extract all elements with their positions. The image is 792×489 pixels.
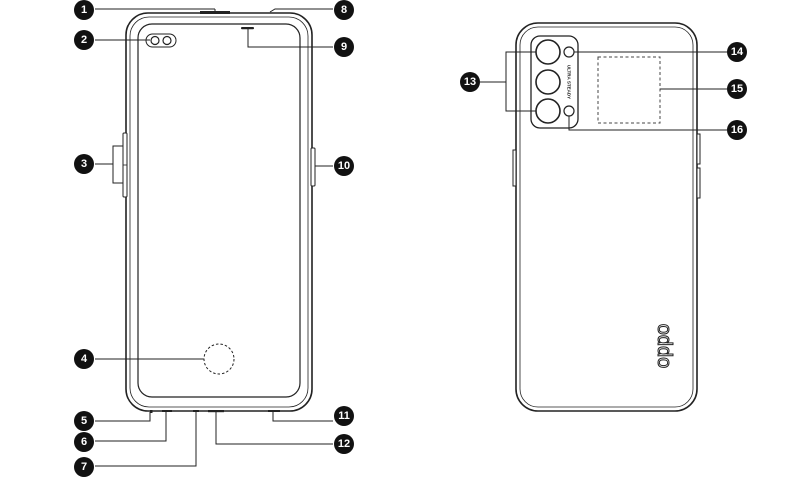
back-right-button-top <box>696 133 701 165</box>
callout-badge-9: 9 <box>334 37 354 57</box>
callout-line-12 <box>215 412 333 445</box>
back-left-button <box>512 149 517 187</box>
top-speaker-slot <box>200 11 230 14</box>
callout-badge-10: 10 <box>334 156 354 176</box>
callout-badge-2: 2 <box>74 30 94 50</box>
callout-number-12: 12 <box>338 438 350 450</box>
brand-logo: oppo <box>652 324 674 369</box>
callout-number-13: 13 <box>464 76 476 88</box>
mic-hole <box>150 410 153 413</box>
callout-badge-15: 15 <box>727 79 747 99</box>
rear-flash <box>563 105 575 117</box>
callout-number-6: 6 <box>81 436 87 448</box>
rear-camera-lens-3 <box>535 98 561 124</box>
callout-lines <box>95 8 727 467</box>
front-body-outline <box>125 12 313 412</box>
callout-badge-7: 7 <box>74 457 94 477</box>
callout-badge-12: 12 <box>334 434 354 454</box>
rear-camera-lens-1 <box>535 39 561 65</box>
callout-line-16 <box>568 116 727 131</box>
callout-bracket-13 <box>505 51 536 112</box>
headset-jack <box>193 410 199 412</box>
back-right-button-bottom <box>696 167 701 199</box>
proximity-sensor <box>241 27 254 30</box>
phone-back: ULTRA STEADY oppo <box>512 22 701 412</box>
callout-number-4: 4 <box>81 353 88 365</box>
rear-camera-lens-2 <box>535 69 561 95</box>
front-camera-lens-right <box>162 35 172 46</box>
callout-number-8: 8 <box>341 4 347 16</box>
usb-port <box>208 410 224 413</box>
callout-number-9: 9 <box>341 41 347 53</box>
callout-badge-6: 6 <box>74 432 94 452</box>
callout-number-14: 14 <box>731 46 744 58</box>
front-screen <box>137 23 301 398</box>
back-inner-frame <box>519 26 694 408</box>
callout-line-5 <box>95 412 151 422</box>
rear-small-lens <box>563 46 575 58</box>
callout-badge-1: 1 <box>74 0 94 20</box>
callout-number-16: 16 <box>731 124 743 136</box>
callout-badge-5: 5 <box>74 411 94 431</box>
callout-badge-4: 4 <box>74 349 94 369</box>
camera-module <box>530 35 579 129</box>
power-button <box>310 147 316 187</box>
back-body-outline <box>515 22 698 412</box>
bottom-speaker <box>268 410 280 412</box>
callout-number-1: 1 <box>81 4 87 16</box>
callout-number-7: 7 <box>81 461 87 473</box>
callout-number-2: 2 <box>81 34 87 46</box>
callout-badge-13: 13 <box>460 72 480 92</box>
front-inner-frame <box>129 16 309 408</box>
callout-line-8 <box>269 8 333 13</box>
front-camera-lens-left <box>150 35 160 46</box>
sim-tray <box>162 410 172 412</box>
callout-badge-14: 14 <box>727 42 747 62</box>
callout-badges: 1 2 3 4 5 6 7 8 9 10 11 12 13 14 15 16 <box>74 0 747 477</box>
phone-front <box>122 11 316 413</box>
fingerprint-sensor <box>203 343 235 375</box>
callout-number-3: 3 <box>81 158 87 170</box>
callout-badge-16: 16 <box>727 120 747 140</box>
callout-bracket-3 <box>112 145 123 184</box>
callout-number-5: 5 <box>81 415 87 427</box>
camera-module-label: ULTRA STEADY <box>567 65 572 99</box>
callout-line-11 <box>272 412 333 422</box>
callout-line-9 <box>247 29 333 48</box>
nfc-area <box>597 56 661 124</box>
callout-number-15: 15 <box>731 83 743 95</box>
callout-number-11: 11 <box>338 410 350 422</box>
callout-badge-8: 8 <box>334 0 354 20</box>
callout-badge-11: 11 <box>334 406 354 426</box>
callout-number-10: 10 <box>338 160 350 172</box>
callout-line-7 <box>95 412 197 467</box>
callout-line-6 <box>95 412 167 442</box>
callout-badge-3: 3 <box>74 154 94 174</box>
